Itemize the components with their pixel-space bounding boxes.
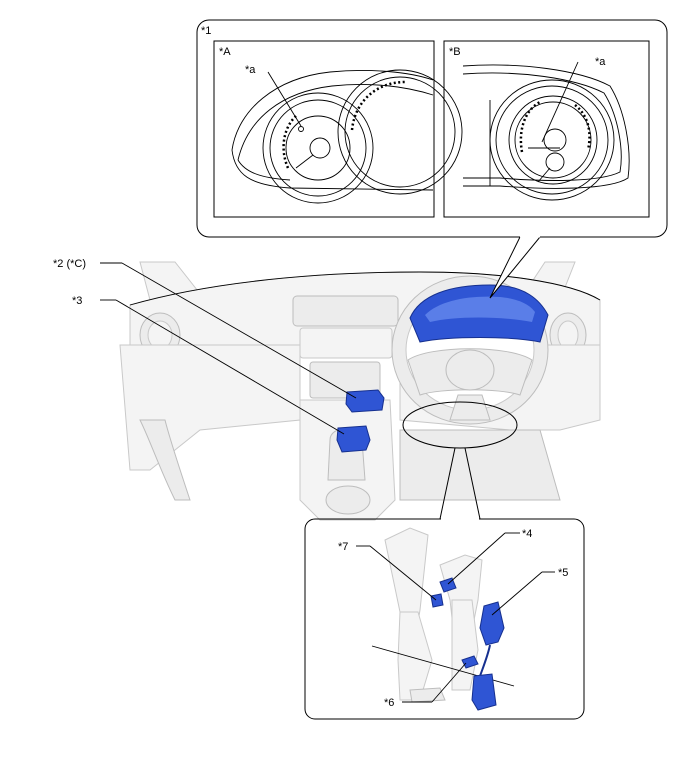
callout-4-label: *4 — [522, 528, 532, 540]
view-b-panel — [443, 40, 650, 218]
view-a-panel — [213, 40, 463, 218]
meter-inset-frame — [196, 19, 668, 299]
ecu-3-highlight — [336, 425, 371, 453]
view-b-label: *B — [449, 46, 461, 58]
callout-6-label: *6 — [384, 697, 394, 709]
callout-3-label: *3 — [72, 295, 82, 307]
callout-2-label: *2 (*C) — [53, 258, 86, 270]
callout-5-label: *5 — [558, 567, 568, 579]
leader-lines-pedal — [356, 532, 555, 703]
inset-main-label: *1 — [201, 25, 211, 37]
callout-a-left: *a — [245, 64, 256, 76]
meter-assembly-highlight — [409, 284, 549, 343]
pedal-inset-frame — [304, 518, 585, 720]
callout-a-right: *a — [595, 56, 606, 68]
pedal-area-marker — [402, 401, 518, 520]
view-a-label: *A — [219, 46, 231, 58]
leader-lines-main — [100, 262, 357, 435]
callout-7-label: *7 — [338, 541, 348, 553]
pedal-illustration — [371, 527, 515, 711]
ecu-2-highlight — [345, 389, 385, 413]
